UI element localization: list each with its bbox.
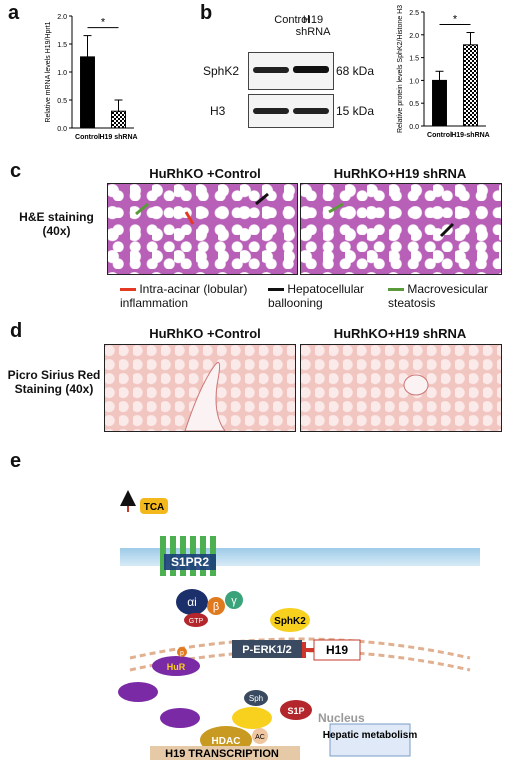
- signaling-diagram: S1PR2 TCA αi β γ GTP SphK2 P-ERK1/2 H19 …: [118, 490, 480, 760]
- tca-label: TCA: [144, 502, 165, 513]
- blot-row2-kda: 15 kDa: [336, 104, 375, 118]
- y-tick-label: 1.0: [409, 78, 419, 85]
- legend-text-inflammation: Intra-acinar (lobular) inflammation: [120, 282, 248, 310]
- legend-text-steatosis: Macrovesicular steatosis: [388, 282, 489, 310]
- x-tick-label: H19 shRNA: [99, 134, 137, 141]
- blot-col-shrna: H19 shRNA: [295, 14, 331, 38]
- y-tick-label: 0.0: [57, 126, 67, 133]
- panel-c-row-label: H&E staining (40x): [19, 210, 94, 238]
- x-tick-label: Control: [427, 132, 452, 139]
- transcription-label: H19 TRANSCRIPTION: [165, 748, 279, 760]
- s1pr2-label: S1PR2: [171, 555, 209, 569]
- bar: [463, 44, 478, 127]
- sphk2-cyto-label: SphK2: [274, 616, 306, 627]
- nucleus-label: Nucleus: [318, 711, 365, 725]
- panel-c-title-right: HuRhKO+H19 shRNA: [333, 166, 467, 181]
- panel-label-a: a: [8, 2, 20, 24]
- y-tick-label: 2.5: [409, 10, 419, 17]
- legend-text-ballooning: Hepatocellular ballooning: [268, 282, 365, 310]
- blot-row2-label: H3: [210, 104, 226, 118]
- y-tick-label: 0.5: [409, 101, 419, 108]
- he-image-control: [107, 183, 298, 275]
- y-tick-label: 2.0: [409, 33, 419, 40]
- sph-label: Sph: [249, 694, 263, 703]
- bar: [80, 56, 95, 129]
- panel-label-e: e: [10, 450, 22, 472]
- panel-d-row-label: Picro Sirius Red Staining (40x): [7, 368, 101, 396]
- gtp-label: GTP: [189, 618, 204, 625]
- blot-h3: [248, 94, 334, 128]
- y-tick-label: 1.5: [57, 42, 67, 49]
- beta-label: β: [213, 601, 219, 613]
- y-tick-label: 0.5: [57, 98, 67, 105]
- x-tick-label: H19-shRNA: [451, 132, 490, 139]
- bar: [111, 110, 126, 129]
- panel-d-title-left: HuRhKO +Control: [149, 326, 261, 341]
- blot-col-control: Control: [274, 14, 310, 26]
- bar: [432, 79, 447, 127]
- alpha-label: αi: [187, 595, 197, 609]
- significance-star: *: [453, 14, 458, 26]
- y-tick-label: 0.0: [409, 124, 419, 131]
- perk-label: P-ERK1/2: [242, 644, 292, 656]
- blot-row1-label: SphK2: [203, 64, 240, 78]
- panel-label-d: d: [10, 320, 23, 342]
- ac-label: AC: [255, 734, 265, 741]
- blot-sphk2: [248, 52, 334, 90]
- x-tick-label: Control: [75, 134, 100, 141]
- s1p-label: S1P: [287, 706, 304, 716]
- hur-label: HuR: [167, 662, 186, 672]
- he-image-shrna: [300, 183, 502, 275]
- hepatic-label: Hepatic metabolism: [323, 730, 418, 741]
- gamma-label: γ: [231, 595, 237, 607]
- blot-row1-kda: 68 kDa: [336, 64, 375, 78]
- y-axis-label: Relative protein levels SphK2/Histone H3: [397, 5, 404, 133]
- y-tick-label: 1.0: [57, 70, 67, 77]
- p-label: p: [180, 650, 184, 657]
- hdac-label: HDAC: [212, 736, 241, 747]
- significance-star: *: [101, 17, 106, 29]
- panel-label-b: b: [200, 2, 213, 24]
- h19-label: H19: [326, 643, 348, 657]
- y-axis-label: Relative mRNA levels H19/Hprt1: [45, 21, 52, 122]
- nuclear-envelope: [129, 637, 471, 660]
- y-tick-label: 2.0: [57, 14, 67, 21]
- panel-label-c: c: [10, 160, 22, 182]
- legend-item-ballooning: Hepatocellular ballooning: [268, 282, 378, 310]
- panel-d-title-right: HuRhKO+H19 shRNA: [333, 326, 467, 341]
- ps-image-shrna: [300, 344, 502, 432]
- y-tick-label: 1.5: [409, 56, 419, 63]
- ps-image-control: [104, 344, 296, 432]
- panel-c-title-left: HuRhKO +Control: [149, 166, 261, 181]
- legend-item-steatosis: Macrovesicular steatosis: [388, 282, 498, 310]
- panel-c-legend: Intra-acinar (lobular) inflammation Hepa…: [120, 282, 510, 318]
- legend-item-inflammation: Intra-acinar (lobular) inflammation: [120, 282, 260, 310]
